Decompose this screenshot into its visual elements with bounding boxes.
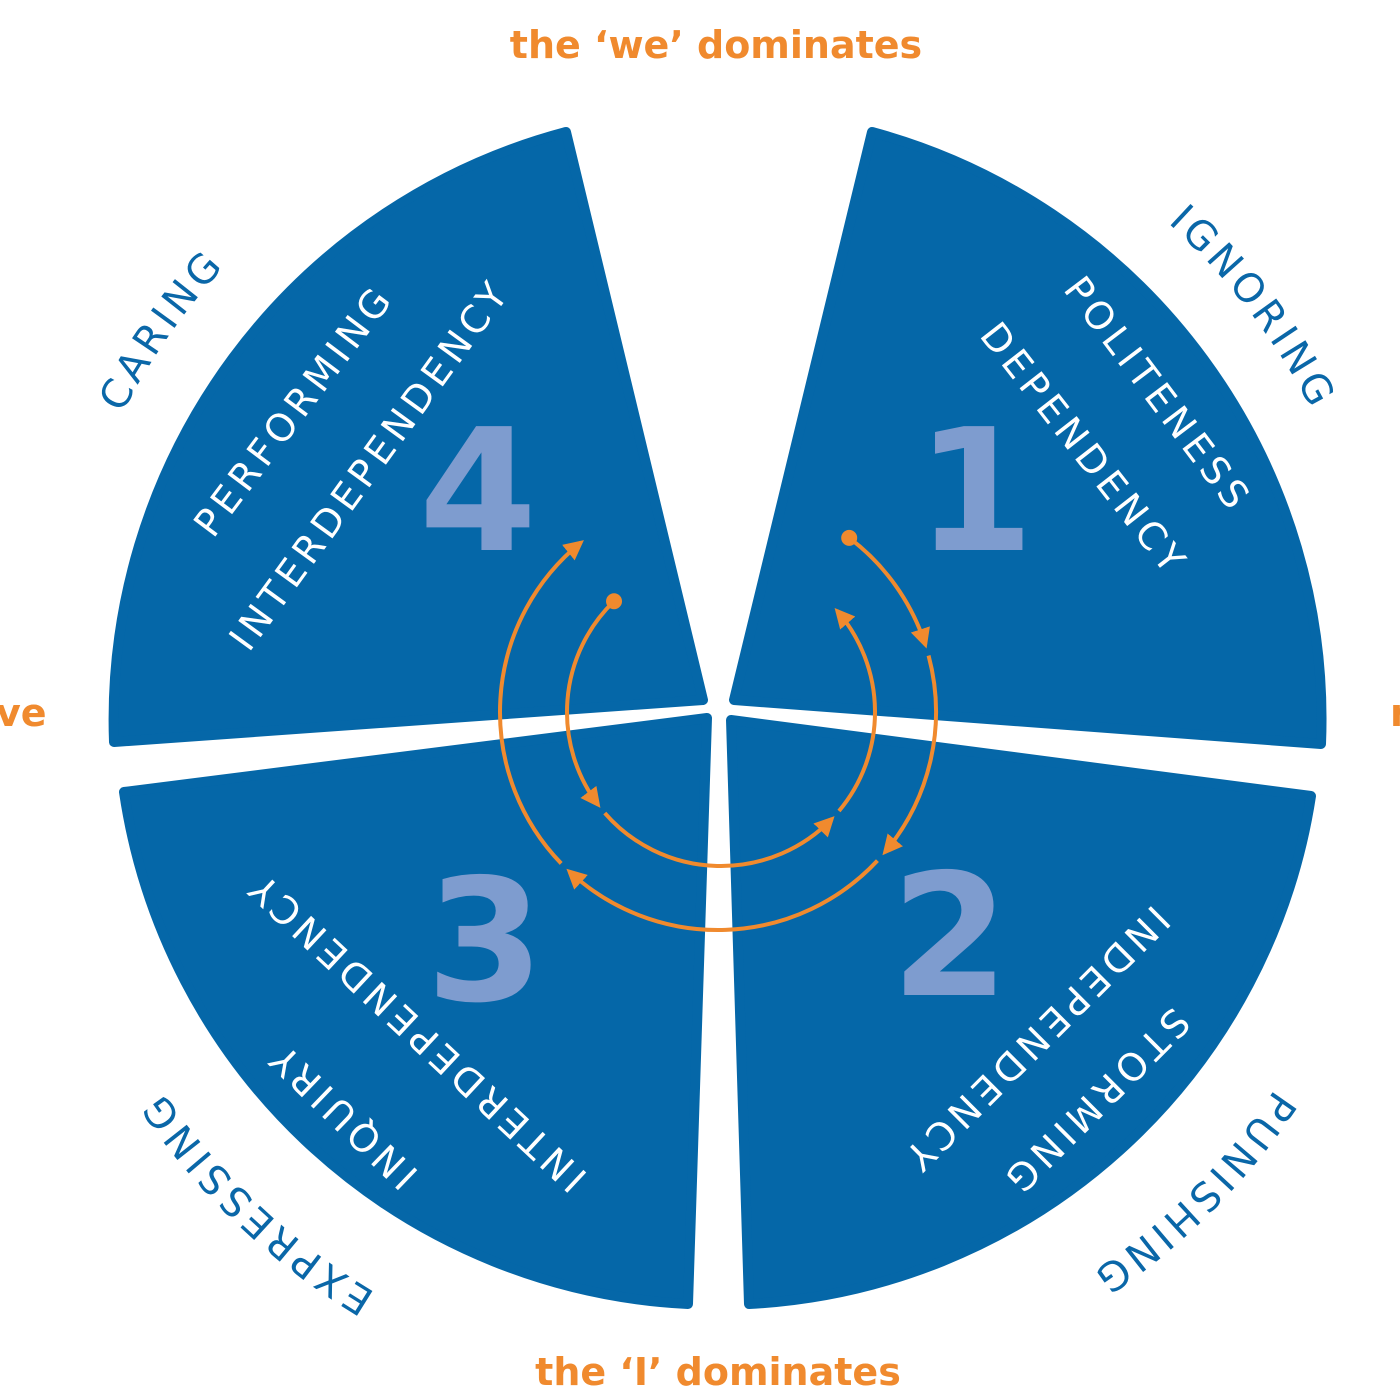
outer-cycle-arrow xyxy=(498,540,584,865)
quadrant-1-number: 1 xyxy=(916,393,1034,591)
quadrant-1 xyxy=(729,127,1327,749)
quadrant-3-number: 3 xyxy=(426,843,544,1041)
left-axis-label: ve xyxy=(0,691,47,735)
outer-cycle-arrow xyxy=(566,859,879,932)
outer-cycle-arrow xyxy=(882,655,938,856)
inner-cycle-arrow xyxy=(603,811,835,868)
inner-cycle-start-dot xyxy=(606,593,623,610)
cycle-arrows xyxy=(498,529,938,932)
quadrant-3 xyxy=(119,713,712,1309)
quadrant-4 xyxy=(108,127,708,747)
inner-cycle-arrow xyxy=(834,607,877,813)
we-dominates-label: the ‘we’ dominates xyxy=(510,23,922,67)
outer-cycle-arrow xyxy=(847,536,930,649)
quadrant-2 xyxy=(726,715,1316,1309)
outer-cycle-start-dot xyxy=(841,529,858,546)
i-dominates-label: the ‘I’ dominates xyxy=(535,1350,901,1394)
quadrant-4-number: 4 xyxy=(419,393,537,591)
right-axis-label: r xyxy=(1390,691,1400,735)
quadrant-2-number: 2 xyxy=(891,838,1009,1036)
inner-cycle-arrow xyxy=(565,599,616,808)
